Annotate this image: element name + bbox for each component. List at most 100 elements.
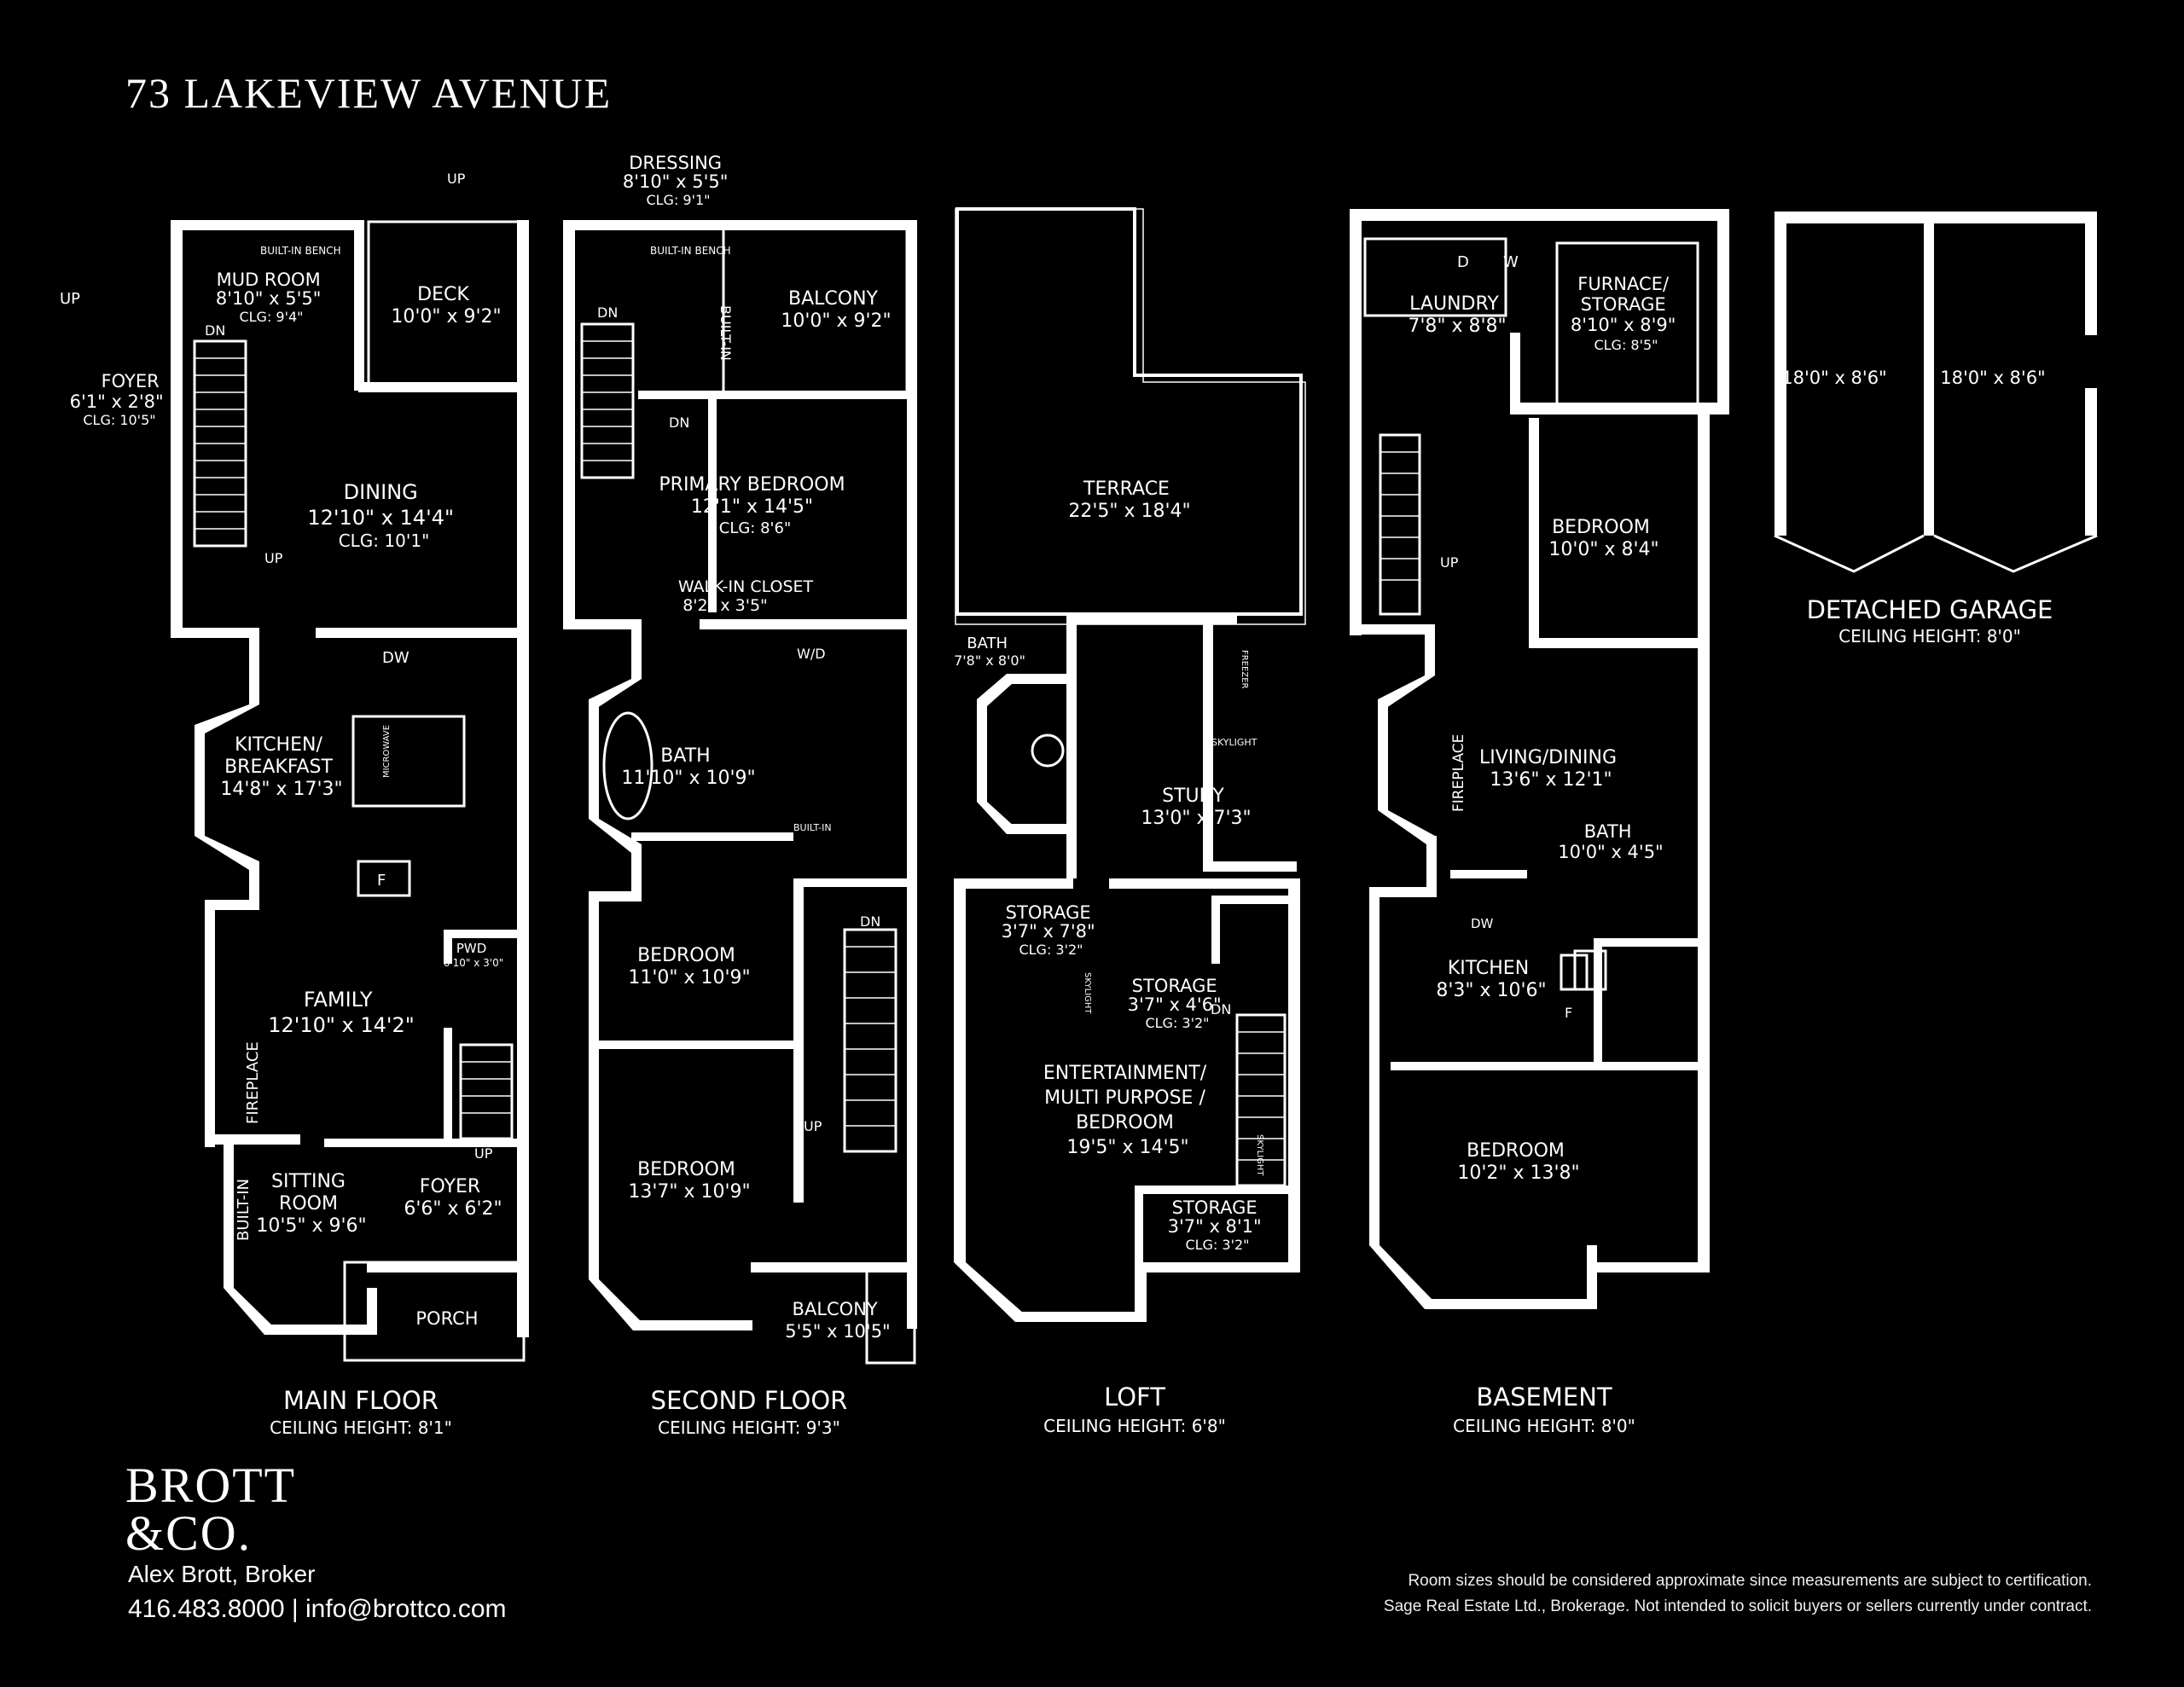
main-floor-ceiling: CEILING HEIGHT: 8'1" — [270, 1417, 452, 1438]
loft-skylight-1-label: SKYLIGHT — [1211, 737, 1258, 748]
garage-ceiling: CEILING HEIGHT: 8'0" — [1838, 626, 2021, 646]
disclaimer-line-1: Room sizes should be considered approxim… — [1408, 1572, 2092, 1590]
garage-bay-1-label: 18'0" x 8'6" — [1781, 368, 1886, 388]
brokerage-logo: BROTT &CO. — [125, 1458, 297, 1561]
second-front-balcony-label: BALCONY 5'5" x 10'5" — [785, 1299, 890, 1342]
dryer-label: D — [1457, 253, 1469, 271]
main-floor-caption: MAIN FLOOR — [283, 1386, 439, 1415]
second-rear-balcony-label: BALCONY 10'0" x 9'2" — [781, 288, 891, 332]
basement-bedroom-1-label: BEDROOM 10'0" x 8'4" — [1548, 517, 1658, 560]
loft-storage-1-label: STORAGE 3'7" x 7'8" CLG: 3'2" — [1002, 902, 1101, 958]
basement-kitchen-label: KITCHEN 8'3" x 10'6" — [1436, 958, 1546, 1001]
second-bath-label: BATH 11'10" x 10'9" — [621, 745, 755, 789]
basement-walls — [1350, 209, 1729, 1309]
loft-skylight-3-label: SKYLIGHT — [1255, 1134, 1264, 1176]
second-builtin-label: BUILT-IN — [717, 305, 734, 361]
dishwasher-label: DW — [382, 649, 410, 667]
second-stair-dn-label: DN — [669, 415, 689, 431]
second-front-dn-label: DN — [860, 913, 880, 930]
basement-stairs — [1379, 433, 1421, 616]
freezer-label: FREEZER — [1240, 650, 1249, 689]
main-deck-outline — [367, 220, 524, 390]
bathtub — [602, 711, 653, 820]
second-builtin-bench-label: BUILT-IN BENCH — [650, 245, 731, 257]
loft-terrace-outline — [956, 207, 1303, 616]
second-up-label: UP — [804, 1118, 822, 1134]
basement-laundry-label: LAUNDRY 7'8" x 8'8" — [1408, 293, 1506, 337]
second-walkin-label: WALK-IN CLOSET 8'2" x 3'5" — [678, 577, 818, 615]
loft-storage-3-label: STORAGE 3'7" x 8'1" CLG: 3'2" — [1168, 1197, 1268, 1253]
basement-up-label: UP — [1440, 554, 1459, 571]
second-bath-builtin-label: BUILT-IN — [793, 822, 832, 833]
page-title: 73 LAKEVIEW AVENUE — [125, 69, 613, 117]
main-sitting-label: SITTING ROOM 10'5" x 9'6" — [256, 1171, 366, 1237]
main-deck-label: DECK 10'0" x 9'2" — [391, 284, 501, 328]
garage-bay-2-label: 18'0" x 8'6" — [1940, 368, 2045, 388]
kitchen-island — [351, 715, 466, 808]
front-balcony-outline — [865, 1267, 916, 1365]
main-kitchen-label: KITCHEN/ BREAKFAST 14'8" x 17'3" — [220, 734, 342, 800]
second-primary-bedroom-label: PRIMARY BEDROOM 12'1" x 14'5" CLG: 8'6" — [659, 474, 851, 537]
basement-dishwasher-label: DW — [1471, 916, 1494, 931]
basement-furnace-label: FURNACE/ STORAGE 8'10" x 8'9" CLG: 8'5" — [1571, 274, 1682, 353]
basement-ceiling: CEILING HEIGHT: 8'0" — [1453, 1416, 1635, 1436]
main-up-label: UP — [447, 171, 466, 187]
basement-fireplace-label: FIREPLACE — [1450, 734, 1467, 812]
microwave-label: MICROWAVE — [382, 725, 392, 778]
washer-label: W — [1503, 253, 1519, 271]
main-rear-foyer-label: FOYER 6'1" x 2'8" CLG: 10'5" — [70, 371, 170, 428]
loft-ceiling: CEILING HEIGHT: 6'8" — [1043, 1416, 1226, 1436]
second-bedroom-2-label: BEDROOM 13'7" x 10'9" — [628, 1159, 750, 1203]
main-builtin-bench-label: BUILT-IN BENCH — [260, 245, 341, 257]
second-dressing-label: DRESSING 8'10" x 5'5" CLG: 9'1" — [623, 153, 734, 208]
main-front-up-label: UP — [474, 1145, 493, 1162]
main-dining-label: DINING 12'10" x 14'4" CLG: 10'1" — [307, 480, 460, 551]
second-bedroom-1-label: BEDROOM 11'0" x 10'9" — [628, 945, 750, 988]
contact-line: 416.483.8000 | info@brottco.com — [128, 1595, 507, 1624]
main-pwd-label: PWD 6'10" x 3'0" — [444, 941, 504, 969]
second-floor-caption: SECOND FLOOR — [651, 1386, 848, 1415]
second-floor-ceiling: CEILING HEIGHT: 9'3" — [658, 1417, 840, 1438]
main-fireplace-label: FIREPLACE — [244, 1041, 262, 1124]
contact-separator: | — [291, 1595, 299, 1623]
loft-entertainment-label: ENTERTAINMENT/ MULTI PURPOSE / BEDROOM 1… — [1043, 1063, 1212, 1158]
loft-study-label: STUDY 13'0" x 7'3" — [1141, 786, 1251, 829]
main-stair-up-label: UP — [264, 550, 283, 566]
main-dn-label: DN — [205, 322, 225, 339]
phone-number: 416.483.8000 — [128, 1595, 285, 1623]
loft-stairs — [1235, 1013, 1287, 1187]
basement-bath-label: BATH 10'0" x 4'5" — [1558, 821, 1663, 862]
basement-fridge-label: F — [1565, 1005, 1572, 1021]
second-stairs — [580, 322, 897, 1153]
basement-caption: BASEMENT — [1476, 1383, 1612, 1412]
fridge-label: F — [377, 872, 386, 890]
disclaimer-line-2: Sage Real Estate Ltd., Brokerage. Not in… — [1383, 1597, 2092, 1615]
detached-garage — [1774, 212, 2098, 573]
main-front-foyer-label: FOYER 6'6" x 6'2" — [404, 1176, 502, 1220]
loft-storage-2-label: STORAGE 3'7" x 4'6" CLG: 3'2" — [1128, 976, 1228, 1031]
loft-dn-label: DN — [1211, 1001, 1231, 1017]
main-mudroom-label: MUD ROOM 8'10" x 5'5" CLG: 9'4" — [216, 270, 327, 325]
loft-caption: LOFT — [1104, 1383, 1165, 1412]
loft-skylight-2-label: SKYLIGHT — [1083, 972, 1092, 1014]
basement-fridge — [1560, 954, 1589, 991]
second-balcony-outline — [722, 222, 909, 396]
loft-bath-label: BATH 7'8" x 8'0" — [954, 635, 1025, 669]
main-floor-walls — [171, 220, 529, 1337]
garage-caption: DETACHED GARAGE — [1807, 595, 2053, 624]
main-porch-label: PORCH — [415, 1308, 478, 1329]
main-family-label: FAMILY 12'10" x 14'2" — [268, 988, 415, 1037]
main-builtin-label: BUILT-IN — [235, 1179, 253, 1241]
loft-terrace-label: TERRACE 22'5" x 18'4" — [1068, 478, 1190, 522]
loft-walls — [954, 614, 1300, 1322]
washer-dryer-label: W/D — [797, 646, 826, 662]
porch-outline — [343, 1261, 526, 1362]
agent-name: Alex Brott, Broker — [128, 1561, 316, 1587]
email-link[interactable]: info@brottco.com — [305, 1595, 507, 1623]
fridge — [357, 860, 411, 897]
second-dn-label: DN — [597, 304, 618, 321]
basement-living-label: LIVING/DINING 13'6" x 12'1" — [1479, 747, 1623, 791]
loft-shower — [1031, 733, 1065, 768]
basement-bedroom-2-label: BEDROOM 10'2" x 13'8" — [1457, 1140, 1579, 1184]
